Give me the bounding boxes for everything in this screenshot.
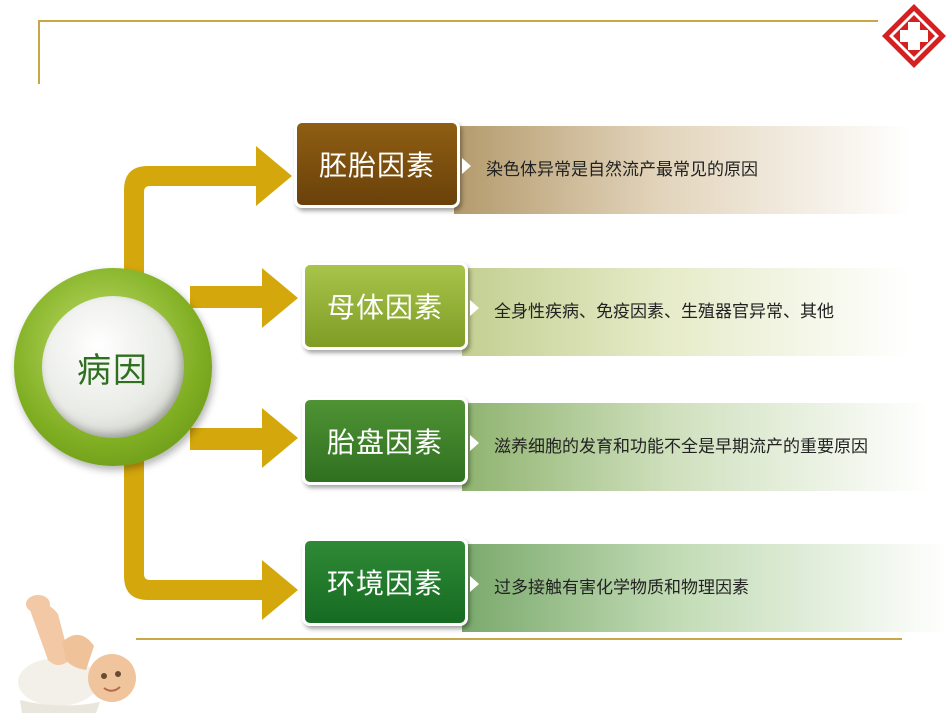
- cause-embryo: 胚胎因素 染色体异常是自然流产最常见的原因: [294, 120, 910, 214]
- medical-cross-icon: [882, 4, 946, 68]
- cause-description: 全身性疾病、免疫因素、生殖器官异常、其他: [494, 301, 834, 322]
- arrow-to-environment: [124, 440, 298, 620]
- cause-band: [454, 126, 910, 214]
- cause-title: 胚胎因素: [294, 120, 460, 208]
- arrow-to-placental: [190, 408, 298, 468]
- arrow-to-embryo: [124, 146, 292, 300]
- arrow-to-maternal: [190, 268, 298, 328]
- hub-label: 病因: [77, 350, 149, 391]
- hub-circle: 病因: [14, 268, 212, 466]
- cause-title: 母体因素: [302, 262, 468, 350]
- cause-description: 滋养细胞的发育和功能不全是早期流产的重要原因: [494, 436, 868, 457]
- pointer-icon: [470, 576, 479, 592]
- cause-band: [462, 268, 912, 356]
- pointer-icon: [470, 435, 479, 451]
- cause-description: 过多接触有害化学物质和物理因素: [494, 577, 749, 598]
- hub-inner-circle: 病因: [42, 296, 184, 438]
- pointer-icon: [462, 158, 471, 174]
- cause-environment: 环境因素 过多接触有害化学物质和物理因素: [302, 538, 948, 632]
- cause-title: 环境因素: [302, 538, 468, 626]
- cause-band: [462, 544, 948, 632]
- baby-illustration: [18, 595, 136, 713]
- top-rule: [38, 20, 878, 22]
- top-rule-vertical: [38, 20, 40, 84]
- bottom-rule: [136, 638, 902, 640]
- cause-title: 胎盘因素: [302, 397, 468, 485]
- cause-maternal: 母体因素 全身性疾病、免疫因素、生殖器官异常、其他: [302, 262, 912, 356]
- cause-band: [462, 403, 928, 491]
- cause-placental: 胎盘因素 滋养细胞的发育和功能不全是早期流产的重要原因: [302, 397, 928, 491]
- pointer-icon: [470, 300, 479, 316]
- cause-description: 染色体异常是自然流产最常见的原因: [486, 159, 758, 180]
